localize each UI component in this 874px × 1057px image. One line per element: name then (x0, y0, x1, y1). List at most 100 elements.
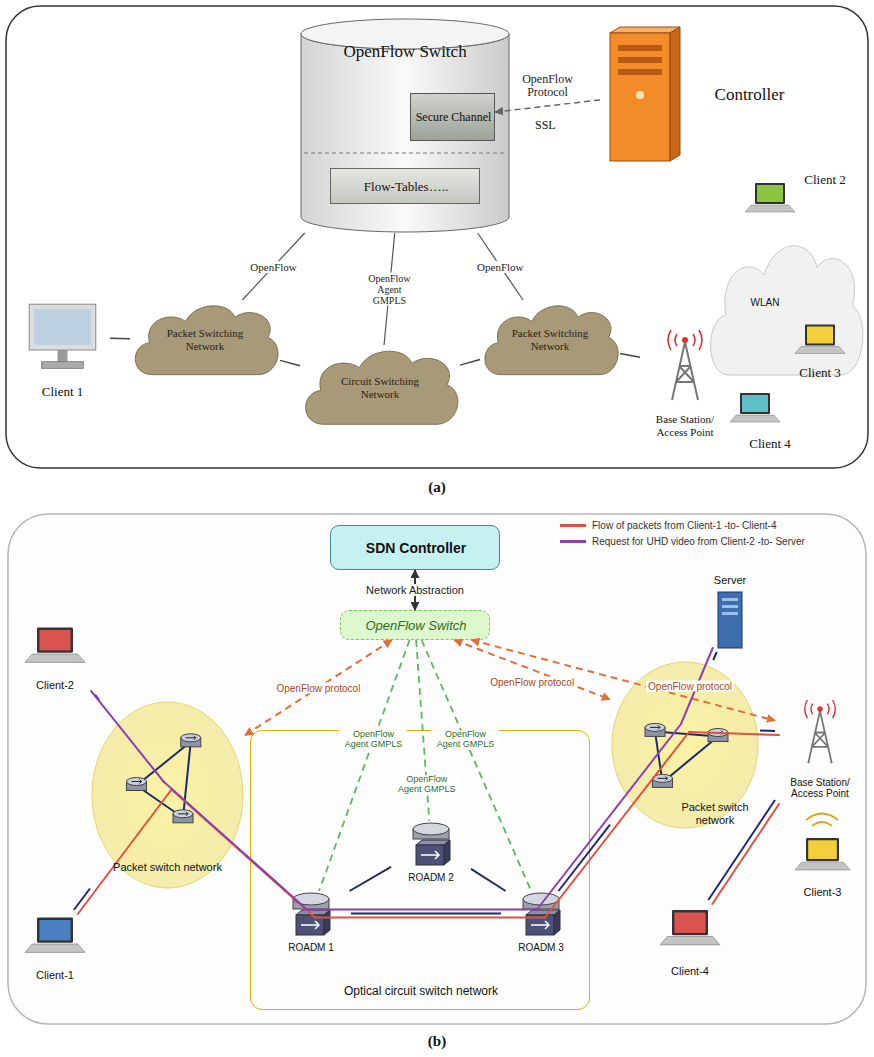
node-label: Packet Switching Network (500, 327, 600, 352)
server-icon-part (610, 33, 670, 161)
text-box: SDN Controller (335, 530, 497, 567)
server-icon-part (618, 57, 662, 63)
roadm-icon (406, 821, 456, 866)
connector-label: OpenFlow (248, 260, 298, 272)
text-box: Client-3 (780, 882, 865, 902)
node-label: Optical circuit switch network (344, 985, 498, 999)
text-box: Packet Switching Network (150, 318, 260, 362)
client-laptop: Client 2 (745, 165, 855, 235)
connector-label: OpenFlow protocol (274, 682, 362, 693)
legend-text: Request for UHD video from Client-2 -to-… (592, 536, 805, 547)
client-laptop: Client 4 (720, 385, 820, 460)
monitor-icon-part (42, 362, 84, 369)
roadm-icon-part (293, 893, 329, 905)
traffic-flow (545, 732, 689, 918)
text-box: OpenFlow Switch (320, 40, 490, 64)
roadm-icon-part (413, 823, 449, 835)
laptop-icon-part (730, 415, 780, 422)
traffic-flow (537, 724, 681, 910)
connector (713, 652, 716, 660)
connector-label: OpenFlow Agent GMPLS (393, 775, 461, 795)
monitor-icon-part (29, 304, 96, 350)
connector-label: OpenFlow protocol (488, 676, 576, 687)
legend-text: Flow of packets from Client-1 -to- Clien… (592, 520, 777, 531)
laptop-icon-part (757, 185, 783, 202)
node-label: SDN Controller (366, 540, 466, 556)
network-region-shape-part (183, 742, 191, 818)
roadm-icon-part (416, 845, 444, 865)
network-region-shape-part-part (178, 812, 188, 816)
legend-swatch (560, 540, 586, 543)
connector (319, 640, 409, 891)
connector (242, 233, 304, 300)
node-label: ROADM 2 (408, 872, 454, 884)
server-icon-part (618, 45, 662, 51)
traffic-flow (78, 790, 172, 915)
node-label: Server (714, 574, 746, 587)
text-box: Controller (692, 80, 807, 110)
server2-icon-part (722, 605, 738, 608)
network-region-shape-part (127, 778, 147, 791)
connector (350, 867, 391, 891)
network-region-shape-part (645, 723, 665, 736)
laptop-icon (730, 385, 780, 430)
network-cloud: Packet Switching Network (130, 300, 280, 380)
laptop-icon-part (39, 630, 70, 650)
switch-cylinder-part (304, 153, 506, 154)
text-box: Packet switch network (110, 850, 225, 884)
laptop-icon-part (795, 862, 850, 870)
node-label: Client-4 (671, 965, 709, 978)
server2-icon-part (722, 598, 738, 601)
tower-icon (660, 330, 710, 402)
text-box: Base Station/ Access Point (640, 406, 730, 446)
monitor-icon-part (34, 309, 91, 345)
connector (245, 640, 392, 735)
node-label: ROADM 1 (288, 942, 334, 954)
network-region-shape-part-part (713, 731, 723, 735)
network-region-shape-part-part (181, 734, 201, 742)
text-box: Secure Channel (414, 97, 493, 139)
traffic-flow (91, 691, 164, 782)
traffic-flow (172, 790, 316, 918)
text-box: Server (700, 572, 760, 588)
node-label: Circuit Switching Network (325, 375, 435, 400)
roadm-icon-part (523, 893, 559, 905)
roadm-icon-part (324, 910, 330, 935)
laptop-icon (795, 318, 845, 360)
tower-icon-part (808, 711, 831, 763)
network-region-shape-part-part (132, 780, 142, 784)
openflow-switch-box: OpenFlow Switch (340, 610, 490, 640)
roadm-icon (516, 891, 566, 936)
client-computer: Client 1 (15, 300, 110, 410)
connector (280, 360, 300, 365)
video-server: Server (700, 572, 760, 652)
network-region-shape-part (663, 737, 719, 783)
openflow-switch: OpenFlow SwitchSecure ChannelFlow-Tables… (300, 18, 510, 233)
link-label: SSL (535, 118, 556, 133)
tower-icon-part (805, 700, 836, 718)
connector (620, 353, 640, 357)
optical-network-region: Optical circuit switch network ROADM 1 ROA… (250, 730, 590, 1010)
laptop-icon-part (25, 654, 85, 662)
laptop-icon-part (742, 395, 768, 412)
packet-network-region: Packet switch network (90, 700, 245, 890)
laptop-icon (795, 830, 850, 878)
network-region-shape-part (653, 774, 673, 787)
roadm-icon-part (421, 851, 439, 859)
connector-label: OpenFlow Agent GMPLS (431, 731, 499, 751)
network-region-shape-part (181, 734, 201, 747)
roadm-icon (286, 891, 336, 936)
switch-cylinder-part (301, 34, 509, 232)
node-label: Packet switch network (670, 801, 760, 826)
client-laptop: Client-3 (780, 830, 865, 910)
base-station: Base Station/ Access Point (775, 700, 865, 810)
connector (760, 730, 775, 733)
sdn-controller-box: SDN Controller (330, 525, 500, 570)
network-region-shape-part (708, 729, 728, 742)
connector-label: OpenFlow Agent GMPLS (339, 731, 407, 751)
text-box: Client-4 (640, 960, 740, 982)
traffic-flow (712, 804, 779, 904)
laptop-icon-part (672, 910, 708, 935)
monitor-icon-part (58, 350, 68, 362)
server-icon (600, 25, 685, 165)
